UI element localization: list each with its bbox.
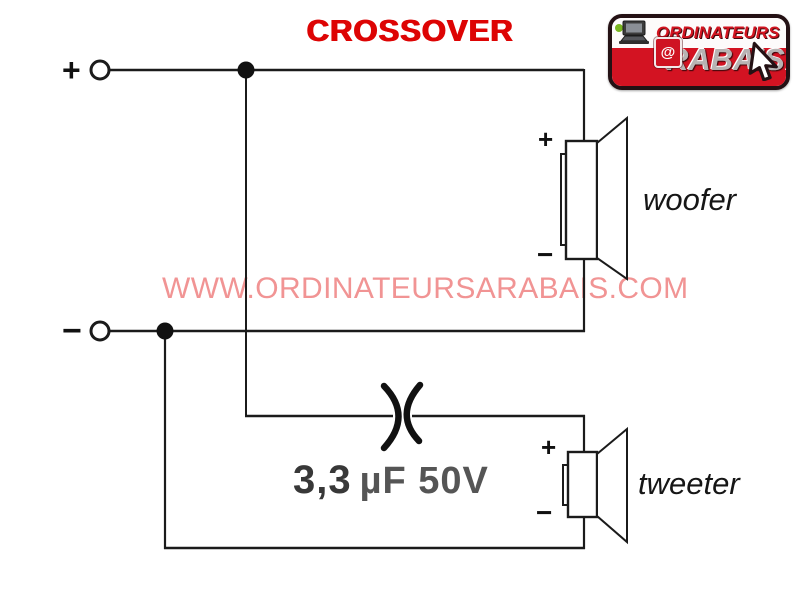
woofer-symbol <box>560 115 628 281</box>
capacitor-right-plate <box>403 381 424 445</box>
capacitor-unit-rating: µF 50V <box>359 460 489 502</box>
woofer-plus-sign: + <box>538 124 554 154</box>
logo-domain-suffix: .com <box>784 61 788 73</box>
at-badge: @ <box>654 37 682 68</box>
tweeter-minus-sign: − <box>536 497 553 528</box>
input-plus-sign: + <box>62 52 81 88</box>
woofer-body <box>564 139 599 261</box>
page-title: CROSSOVER <box>306 13 514 48</box>
woofer-label: woofer <box>643 182 737 217</box>
minus-terminal-circle <box>89 320 111 342</box>
junction-dot-plus-rail <box>237 61 255 79</box>
mouse-cursor-icon <box>744 41 784 86</box>
logo-top-text: ORDINATEURS <box>656 23 780 42</box>
tweeter-cone <box>596 426 628 545</box>
tweeter-label: tweeter <box>638 466 740 501</box>
capacitor-left-plate <box>380 382 402 452</box>
tweeter-symbol <box>562 426 628 545</box>
woofer-cone <box>596 115 628 281</box>
tweeter-plus-sign: + <box>541 432 557 462</box>
plus-terminal-circle <box>89 59 111 81</box>
logo-frame: ORDINATEURS RABAIS.com @ <box>608 14 790 90</box>
capacitor-value: 3,3 <box>293 458 352 502</box>
woofer-minus-sign: − <box>537 239 554 270</box>
input-minus-sign: − <box>62 312 82 350</box>
computer-icon <box>614 19 654 52</box>
watermark-text: WWW.ORDINATEURSARABAIS.COM <box>162 272 689 305</box>
capacitor-symbol <box>380 381 424 452</box>
ordinateurs-a-rabais-logo: ORDINATEURS RABAIS.com @ <box>608 14 790 90</box>
tweeter-body <box>566 450 599 519</box>
junction-dot-minus-rail <box>156 322 174 340</box>
